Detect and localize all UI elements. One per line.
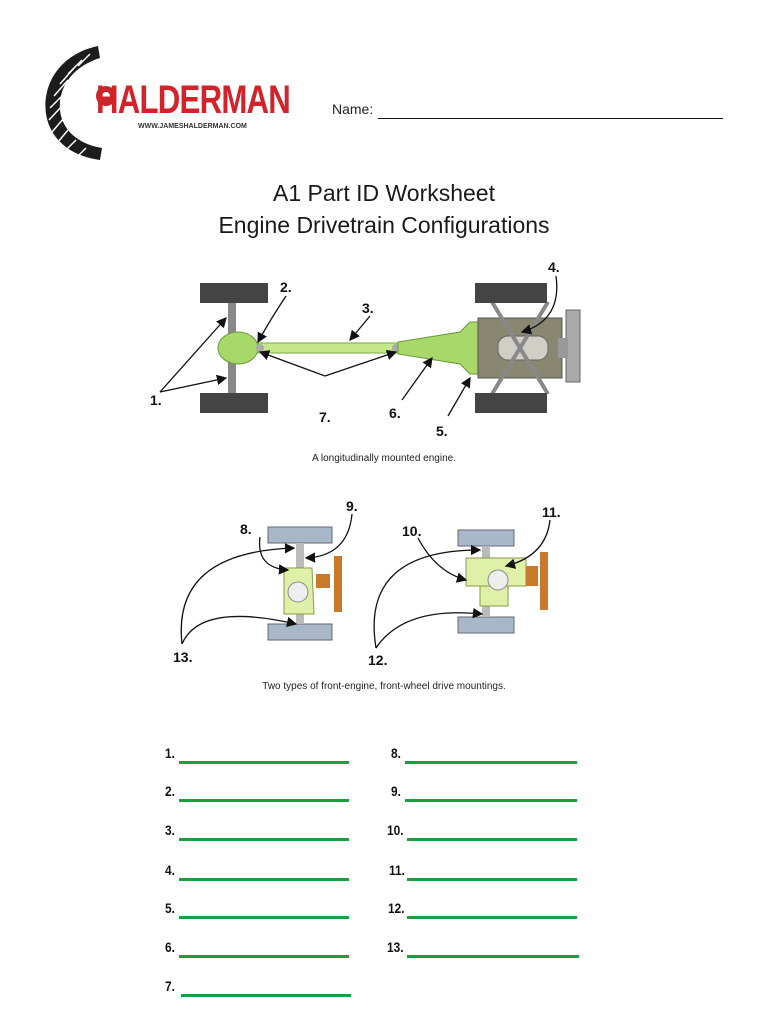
fig1-label-7: 7.	[319, 409, 331, 425]
answer-line[interactable]	[179, 799, 349, 802]
tire-icon	[45, 46, 116, 160]
fig2-label-8: 8.	[240, 521, 252, 537]
answer-blank-7[interactable]: 7.	[165, 978, 355, 998]
fig2-label-13: 13.	[173, 649, 192, 665]
brand-name: HALDERMAN	[96, 78, 291, 122]
answer-line[interactable]	[179, 761, 349, 764]
fig1-label-6: 6.	[389, 405, 401, 421]
answer-number: 12.	[388, 900, 405, 916]
fig1-label-2: 2.	[280, 279, 292, 295]
figure1-caption: A longitudinally mounted engine.	[312, 453, 456, 464]
answer-blank-13[interactable]: 13.	[387, 939, 581, 959]
answer-blank-5[interactable]: 5.	[165, 900, 355, 920]
name-field[interactable]	[378, 118, 723, 119]
answer-line[interactable]	[181, 994, 351, 997]
answer-blank-9[interactable]: 9.	[391, 783, 581, 803]
answer-blank-8[interactable]: 8.	[391, 745, 581, 765]
answer-number: 7.	[165, 978, 175, 994]
answer-number: 6.	[165, 939, 175, 955]
answer-number: 13.	[387, 939, 404, 955]
answer-line[interactable]	[407, 916, 577, 919]
answer-blank-12[interactable]: 12.	[388, 900, 581, 920]
answer-number: 11.	[389, 862, 405, 878]
answer-line[interactable]	[179, 838, 349, 841]
answer-line[interactable]	[407, 838, 577, 841]
answer-line[interactable]	[405, 799, 577, 802]
answer-line[interactable]	[179, 955, 349, 958]
answer-number: 4.	[165, 862, 175, 878]
halderman-logo	[45, 46, 116, 160]
answer-line[interactable]	[179, 878, 349, 881]
answer-blank-11[interactable]: 11.	[389, 862, 581, 882]
fig2-label-11: 11.	[542, 504, 561, 520]
answer-blank-2[interactable]: 2.	[165, 783, 355, 803]
answer-number: 8.	[391, 745, 401, 761]
fig2-label-10: 10.	[402, 523, 421, 539]
answer-number: 3.	[165, 822, 175, 838]
fig1-label-4: 4.	[548, 259, 560, 275]
figure2-caption: Two types of front-engine, front-wheel d…	[262, 681, 506, 692]
answer-number: 9.	[391, 783, 401, 799]
fig2-label-9: 9.	[346, 498, 358, 514]
fig1-label-3: 3.	[362, 300, 374, 316]
name-label: Name:	[332, 101, 374, 117]
answer-line[interactable]	[179, 916, 349, 919]
answer-line[interactable]	[405, 761, 577, 764]
answer-number: 2.	[165, 783, 175, 799]
answer-blank-6[interactable]: 6.	[165, 939, 355, 959]
fwd-mountings-diagram: 8. 9. 10. 11. 12. 13.	[173, 498, 561, 668]
fig1-label-5: 5.	[436, 423, 448, 439]
answer-line[interactable]	[407, 955, 579, 958]
longitudinal-engine-diagram: 1. 2. 3. 4. 5. 6. 7.	[150, 259, 581, 439]
answer-blank-3[interactable]: 3.	[165, 822, 355, 842]
answer-number: 1.	[165, 745, 175, 761]
answer-line[interactable]	[407, 878, 577, 881]
brand-url: WWW.JAMESHALDERMAN.COM	[138, 123, 247, 130]
page-title: A1 Part ID Worksheet	[273, 180, 495, 206]
answer-blank-4[interactable]: 4.	[165, 862, 355, 882]
answer-blank-1[interactable]: 1.	[165, 745, 355, 765]
answer-blank-10[interactable]: 10.	[387, 822, 581, 842]
fig2-label-12: 12.	[368, 652, 387, 668]
answer-number: 5.	[165, 900, 175, 916]
fig1-label-1: 1.	[150, 392, 162, 408]
answer-number: 10.	[387, 822, 404, 838]
page-subtitle: Engine Drivetrain Configurations	[218, 212, 550, 238]
